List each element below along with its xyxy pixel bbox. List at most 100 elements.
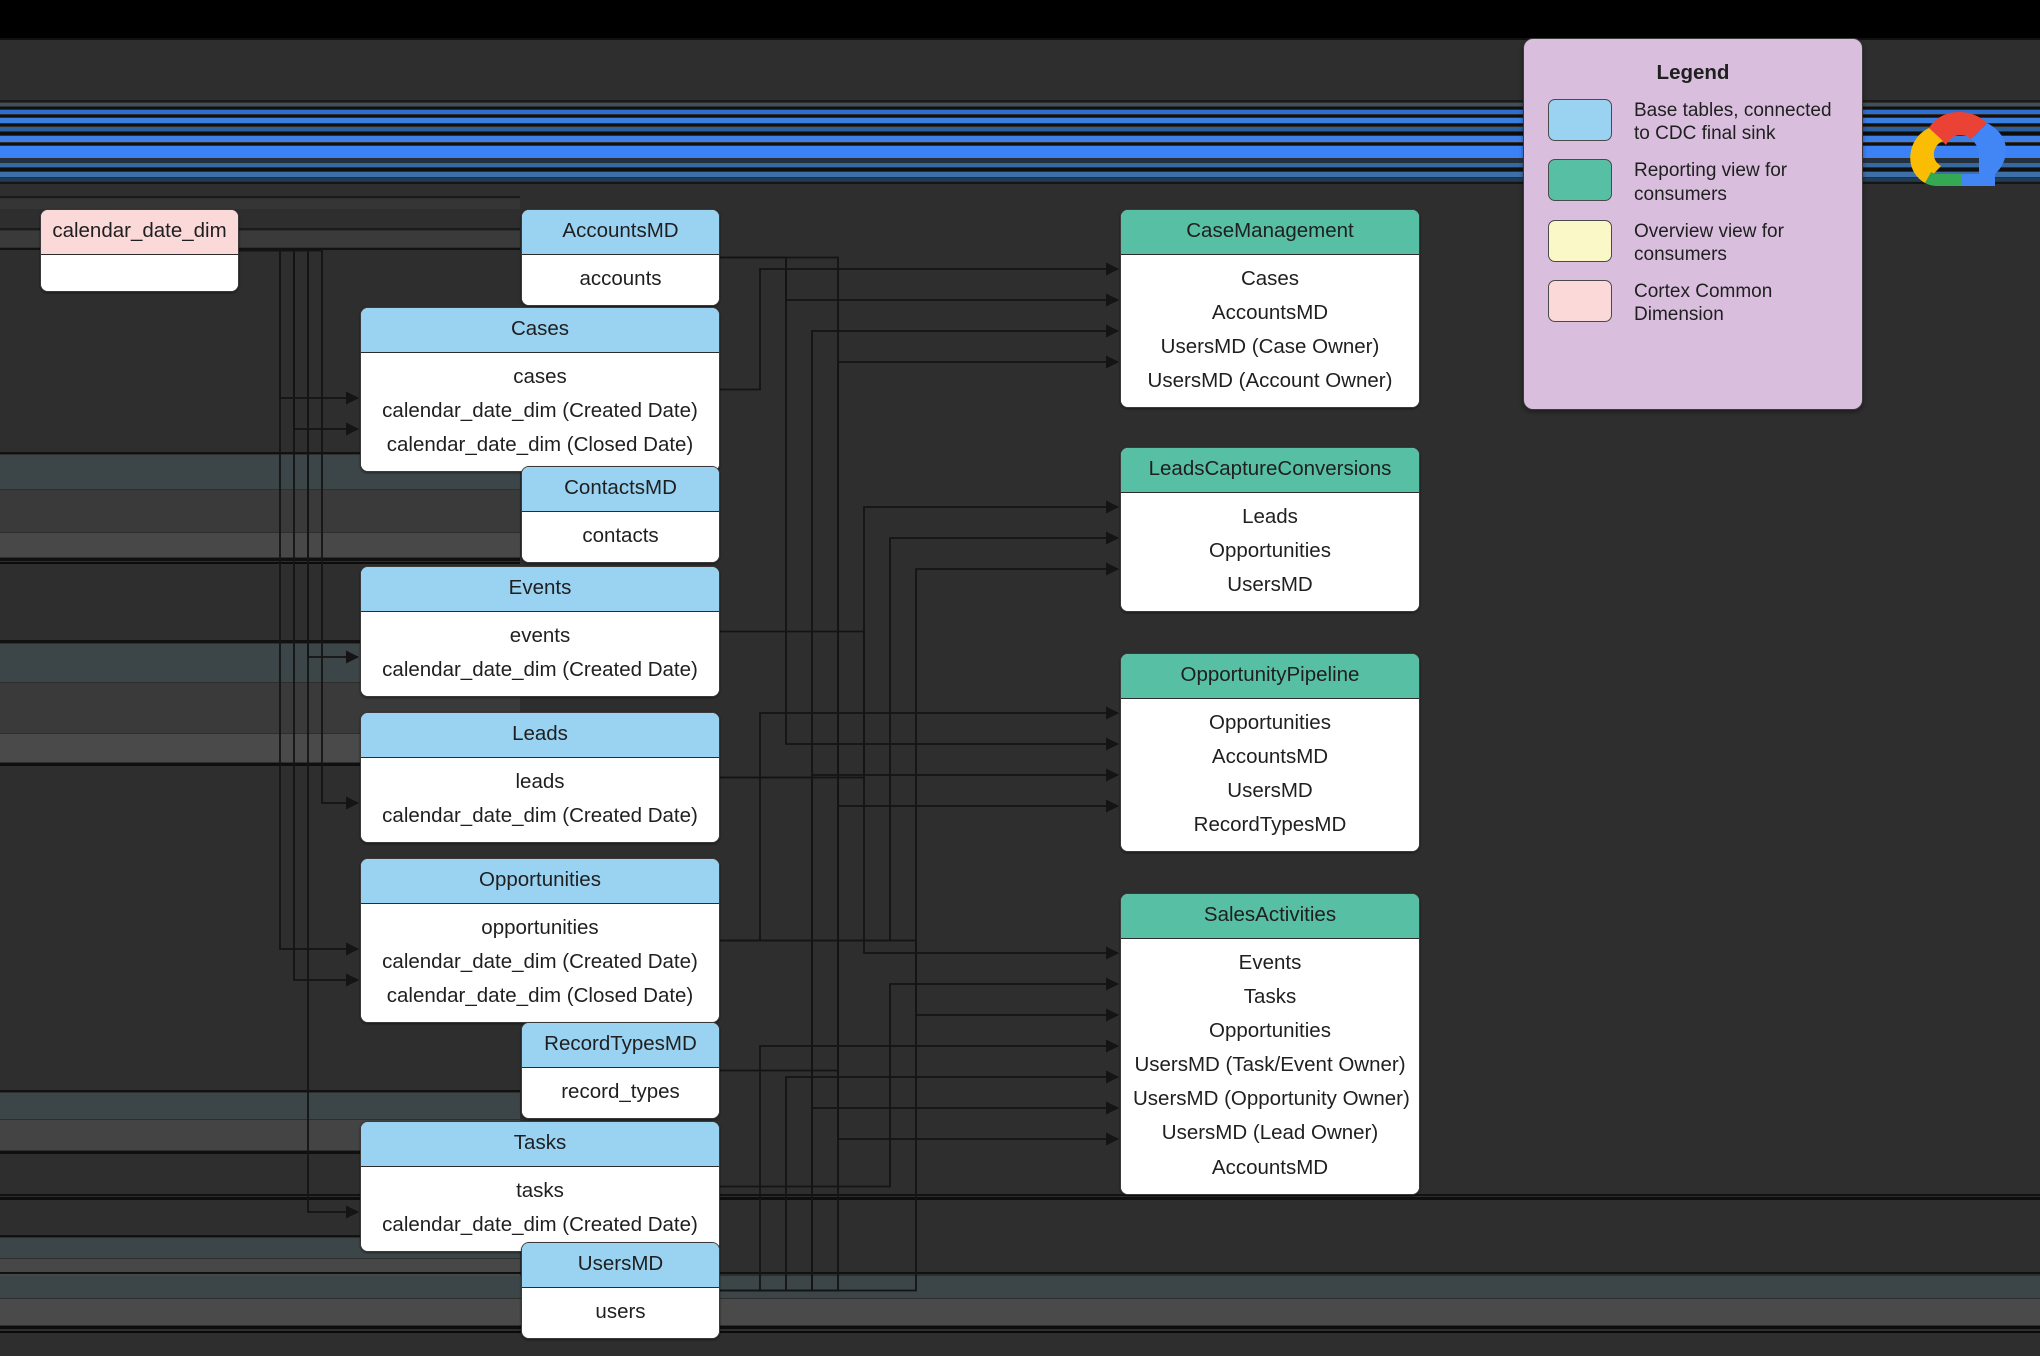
node-title: ContactsMD bbox=[522, 467, 719, 512]
artifact-band bbox=[0, 172, 2040, 177]
node-row: events bbox=[509, 623, 571, 647]
artifact-band bbox=[0, 159, 2040, 162]
node-row: calendar_date_dim (Created Date) bbox=[382, 803, 698, 827]
node-title: OpportunityPipeline bbox=[1121, 654, 1419, 699]
node-Tasks[interactable]: Tasks tasks calendar_date_dim (Created Dat… bbox=[360, 1121, 720, 1252]
legend-item-label: Cortex Common Dimension bbox=[1634, 281, 1773, 326]
legend-item: Cortex Common Dimension bbox=[1548, 280, 1862, 326]
node-body: cases calendar_date_dim (Created Date) cal… bbox=[361, 352, 719, 472]
artifact-band bbox=[0, 107, 2040, 109]
artifact-band bbox=[0, 1194, 2040, 1196]
node-row: UsersMD (Lead Owner) bbox=[1161, 1121, 1379, 1145]
artifact-band bbox=[0, 168, 2040, 171]
legend-item-label: Overview view for consumers bbox=[1634, 220, 1784, 265]
legend-item-label: Reporting view for consumers bbox=[1634, 160, 1788, 205]
node-row: users bbox=[595, 1299, 646, 1323]
node-row: UsersMD (Task/Event Owner) bbox=[1134, 1053, 1406, 1077]
artifact-band bbox=[0, 1197, 2040, 1200]
node-body: accounts bbox=[522, 254, 719, 305]
node-row: UsersMD bbox=[1227, 572, 1313, 596]
artifact-band bbox=[0, 196, 520, 198]
artifact-band bbox=[0, 1093, 520, 1119]
node-row: UsersMD (Account Owner) bbox=[1147, 369, 1393, 393]
legend-item-label: Base tables, connected to CDC final sink bbox=[1634, 100, 1832, 145]
node-title: Cases bbox=[361, 308, 719, 353]
node-row: Tasks bbox=[1243, 984, 1297, 1008]
node-title: Opportunities bbox=[361, 859, 719, 904]
node-row: AccountsMD bbox=[1211, 744, 1329, 768]
node-row: UsersMD bbox=[1227, 778, 1313, 802]
artifact-band bbox=[0, 199, 520, 209]
artifact-band bbox=[0, 182, 2040, 184]
node-body bbox=[41, 254, 238, 291]
node-calendar_date_dim[interactable]: calendar_date_dim bbox=[40, 209, 239, 292]
artifact-band bbox=[0, 103, 2040, 106]
artifact-band bbox=[0, 127, 2040, 131]
artifact-band bbox=[0, 1235, 520, 1237]
legend-panel: Legend Base tables, connected to CDC fin… bbox=[1523, 38, 1863, 410]
legend-item: Reporting view for consumers bbox=[1548, 159, 1862, 205]
artifact-band bbox=[0, 118, 2040, 123]
legend-title: Legend bbox=[1656, 61, 1730, 84]
artifact-band bbox=[0, 1331, 2040, 1333]
artifact-band bbox=[0, 1090, 520, 1092]
node-title: Tasks bbox=[361, 1122, 719, 1167]
artifact-band bbox=[0, 248, 520, 250]
artifact-band bbox=[0, 178, 2040, 181]
node-row: UsersMD (Case Owner) bbox=[1160, 334, 1380, 358]
artifact-band bbox=[0, 1326, 2040, 1329]
node-title: LeadsCaptureConversions bbox=[1121, 448, 1419, 493]
google-cloud-logo bbox=[1902, 104, 2012, 199]
top-edge-line bbox=[0, 38, 2040, 40]
legend-item: Base tables, connected to CDC final sink bbox=[1548, 99, 1862, 145]
artifact-band bbox=[0, 562, 520, 564]
node-body: contacts bbox=[522, 511, 719, 562]
legend-item: Overview view for consumers bbox=[1548, 219, 1862, 266]
node-row: calendar_date_dim (Closed Date) bbox=[386, 432, 694, 456]
node-row: RecordTypesMD bbox=[1193, 813, 1347, 837]
artifact-band bbox=[0, 136, 2040, 142]
legend-swatch bbox=[1548, 159, 1612, 202]
node-row: Opportunities bbox=[1209, 538, 1331, 562]
node-row: opportunities bbox=[481, 915, 599, 939]
node-Cases[interactable]: Cases cases calendar_date_dim (Created Dat… bbox=[360, 307, 720, 473]
node-UsersMD[interactable]: UsersMD users bbox=[521, 1242, 720, 1339]
node-body: record_types bbox=[522, 1067, 719, 1118]
node-row: calendar_date_dim (Closed Date) bbox=[386, 983, 694, 1007]
artifact-band bbox=[0, 490, 520, 532]
node-row: Opportunities bbox=[1209, 1018, 1331, 1042]
node-title: UsersMD bbox=[522, 1243, 719, 1288]
artifact-band bbox=[0, 132, 2040, 135]
node-title: SalesActivities bbox=[1121, 894, 1419, 939]
artifact-band bbox=[0, 124, 2040, 126]
node-row: accounts bbox=[579, 266, 662, 290]
node-row: tasks bbox=[516, 1178, 564, 1202]
node-row: cases bbox=[513, 364, 567, 388]
node-title: Leads bbox=[361, 713, 719, 758]
node-AccountsMD[interactable]: AccountsMD accounts bbox=[521, 209, 720, 306]
node-body: users bbox=[522, 1287, 719, 1338]
node-body: events calendar_date_dim (Created Date) bbox=[361, 611, 719, 696]
node-row: AccountsMD bbox=[1211, 300, 1329, 324]
artifact-band bbox=[0, 1299, 2040, 1325]
node-body: tasks calendar_date_dim (Created Date) bbox=[361, 1166, 719, 1251]
node-row: Leads bbox=[1242, 504, 1298, 528]
legend-swatch bbox=[1548, 99, 1612, 141]
node-row: calendar_date_dim (Created Date) bbox=[382, 1212, 698, 1236]
node-title: AccountsMD bbox=[522, 210, 719, 255]
node-row: calendar_date_dim (Created Date) bbox=[382, 398, 698, 422]
node-row: calendar_date_dim (Created Date) bbox=[382, 657, 698, 681]
